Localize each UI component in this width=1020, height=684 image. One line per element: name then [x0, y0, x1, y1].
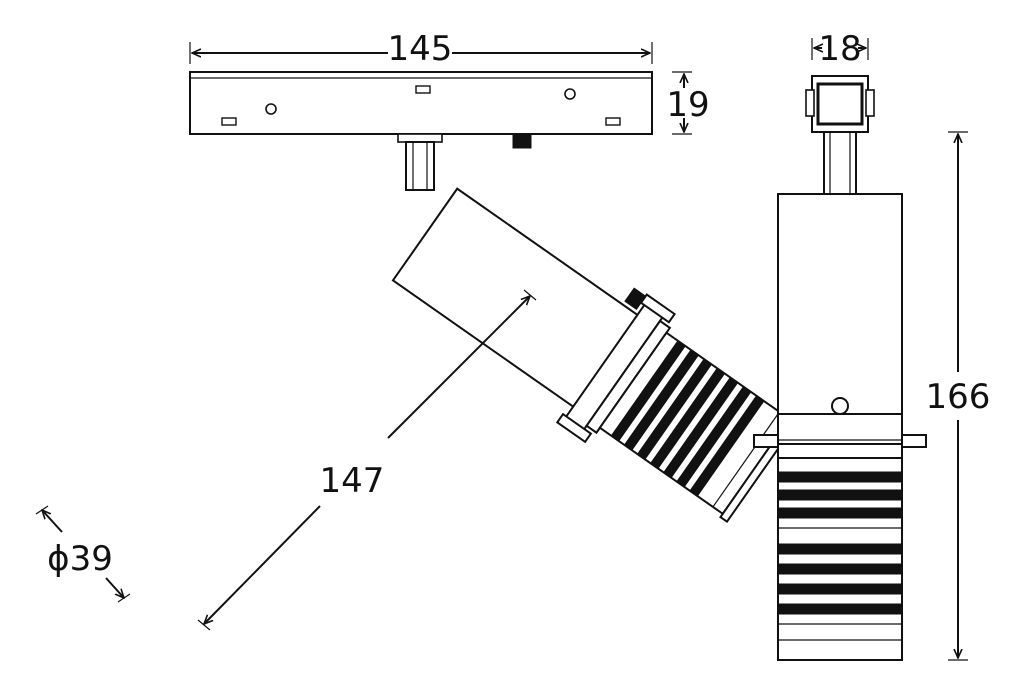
dim-rail-height-label: 19	[666, 85, 709, 125]
dim-total-height: 166	[926, 131, 991, 661]
track-adapter	[189, 71, 653, 191]
lamp-body	[391, 187, 800, 524]
dim-rail-length-label: 145	[388, 29, 453, 69]
dim-adapter-width: 18	[811, 29, 869, 69]
side-view: 18 166	[753, 29, 991, 661]
dim-rail-length: 145	[189, 29, 653, 69]
dim-rail-height: 19	[666, 71, 710, 135]
dim-head-diameter: ϕ39	[35, 505, 131, 603]
dim-total-height-label: 166	[926, 377, 991, 417]
dim-body-length: 147	[197, 289, 537, 631]
dim-body-length-label: 147	[320, 461, 385, 501]
front-view: 145 19 147 ϕ39	[35, 29, 800, 631]
heat-sink-fins	[610, 340, 765, 497]
side-heat-sink	[777, 457, 903, 661]
dim-head-diameter-label: ϕ39	[47, 539, 113, 579]
dim-adapter-width-label: 18	[818, 29, 861, 69]
